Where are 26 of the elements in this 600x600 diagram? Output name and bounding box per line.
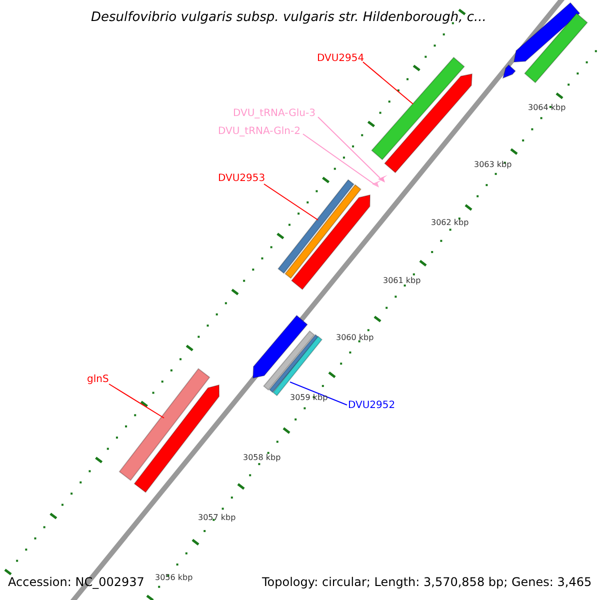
gene-bar <box>371 56 465 160</box>
gene-label: glnS <box>87 374 109 386</box>
leader-line <box>302 134 374 184</box>
gene-label: DVU2954 <box>317 53 364 65</box>
scale-label: 3062 kbp <box>431 218 469 228</box>
leader-line <box>264 184 318 220</box>
gene-label: DVU_tRNA-Glu-3 <box>233 108 316 120</box>
info-text: Accession: NC_002937 <box>8 575 144 589</box>
info-text: Topology: circular; Length: 3,570,858 bp; Genes: 3,465 <box>262 575 592 589</box>
leader-line <box>318 116 380 178</box>
gene-label: DVU_tRNA-Gln-2 <box>218 126 300 138</box>
leader-line <box>362 62 414 104</box>
gene-label: DVU2952 <box>348 400 396 412</box>
gene-bar <box>278 179 362 279</box>
scale-label: 3058 kbp <box>243 453 281 463</box>
leader-line <box>290 382 348 406</box>
scale-label: 3057 kbp <box>198 513 236 523</box>
gene-label: DVU2953 <box>218 173 266 185</box>
trna-gene-feature <box>378 175 388 182</box>
scale-label: 3064 kbp <box>528 103 566 113</box>
gene-bar <box>118 368 210 481</box>
scale-label: 3056 kbp <box>155 573 193 583</box>
genome-title: Desulfovibrio vulgaris subsp. vulgaris str. Hildenborough, c... <box>91 10 486 26</box>
trna-gene-feature <box>372 180 382 188</box>
scale-label: 3059 kbp <box>290 393 328 403</box>
leader-line <box>108 384 164 418</box>
